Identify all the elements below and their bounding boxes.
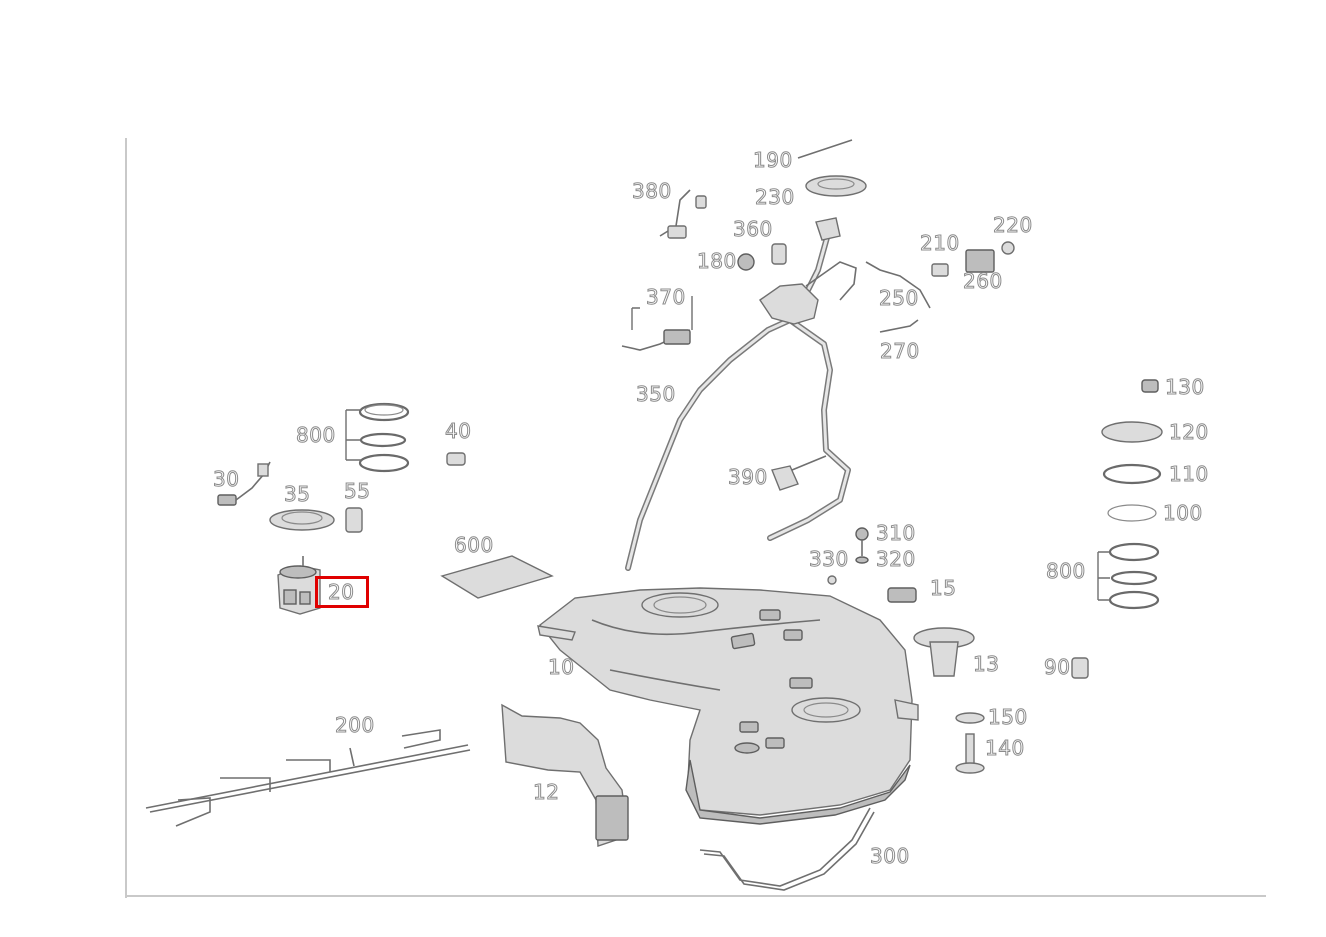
callout-110[interactable]: 110 — [1169, 462, 1209, 486]
callout-130[interactable]: 130 — [1165, 375, 1205, 399]
callout-270[interactable]: 270 — [880, 339, 920, 363]
filler-pipe-part[interactable] — [625, 217, 857, 571]
fuel-pump-part[interactable] — [277, 556, 321, 615]
callout-30[interactable]: 30 — [212, 467, 240, 491]
callout-210[interactable]: 210 — [920, 231, 960, 255]
sensor-30-part[interactable] — [217, 461, 271, 506]
callout-20[interactable]: 20 — [327, 580, 355, 604]
callout-200[interactable]: 200 — [335, 713, 375, 737]
pump-13-part[interactable] — [913, 627, 975, 677]
heat-shield-part[interactable] — [501, 703, 629, 847]
small-parts-310-320-330-part[interactable] — [827, 527, 869, 585]
callout-15[interactable]: 15 — [929, 576, 957, 600]
hose-300-part[interactable] — [699, 807, 875, 891]
sender-15-part[interactable] — [887, 587, 917, 603]
flange-35-part[interactable] — [269, 509, 335, 531]
callout-800-right[interactable]: 800 — [1046, 559, 1086, 583]
callout-380[interactable]: 380 — [632, 179, 672, 203]
callout-360[interactable]: 360 — [733, 217, 773, 241]
callout-12[interactable]: 12 — [532, 780, 560, 804]
wiring-harness-part[interactable] — [145, 729, 471, 827]
highlight-box-20 — [315, 576, 369, 608]
callout-260[interactable]: 260 — [963, 269, 1003, 293]
frame-left-border — [125, 138, 127, 898]
callout-40[interactable]: 40 — [444, 419, 472, 443]
callout-10[interactable]: 10 — [547, 655, 575, 679]
seal-rings-right-part[interactable] — [1097, 379, 1163, 610]
callout-190[interactable]: 190 — [753, 148, 793, 172]
callout-180[interactable]: 180 — [697, 249, 737, 273]
line-380-part[interactable] — [659, 189, 707, 239]
callout-35[interactable]: 35 — [283, 482, 311, 506]
callout-55[interactable]: 55 — [343, 479, 371, 503]
small-parts-360-180-part[interactable] — [737, 243, 787, 271]
callout-13[interactable]: 13 — [972, 652, 1000, 676]
callout-150[interactable]: 150 — [988, 705, 1028, 729]
callout-330[interactable]: 330 — [809, 547, 849, 571]
callout-250[interactable]: 250 — [879, 286, 919, 310]
sensor-90-part[interactable] — [1071, 657, 1089, 679]
insulation-mat-part[interactable] — [440, 555, 554, 599]
clip-40-part[interactable] — [446, 452, 466, 466]
frame-bottom-border — [125, 895, 1266, 897]
seal-rings-left-part[interactable] — [345, 402, 410, 473]
callout-390[interactable]: 390 — [728, 465, 768, 489]
valve-55-part[interactable] — [345, 507, 363, 533]
fuel-tank-part[interactable] — [537, 587, 919, 825]
callout-370[interactable]: 370 — [646, 285, 686, 309]
line-370-part[interactable] — [621, 296, 693, 351]
callout-120[interactable]: 120 — [1169, 420, 1209, 444]
canister-390-part[interactable] — [771, 455, 827, 491]
callout-320[interactable]: 320 — [876, 547, 916, 571]
callout-100[interactable]: 100 — [1163, 501, 1203, 525]
line-250-270-part[interactable] — [865, 261, 931, 333]
washer-150-part[interactable] — [955, 712, 985, 724]
callout-90[interactable]: 90 — [1043, 655, 1071, 679]
callout-350[interactable]: 350 — [636, 382, 676, 406]
callout-310[interactable]: 310 — [876, 521, 916, 545]
callout-800-left[interactable]: 800 — [296, 423, 336, 447]
cap-190-230-part[interactable] — [797, 139, 867, 197]
bolt-140-part[interactable] — [955, 733, 985, 774]
callout-300[interactable]: 300 — [870, 844, 910, 868]
callout-600[interactable]: 600 — [454, 533, 494, 557]
callout-230[interactable]: 230 — [755, 185, 795, 209]
callout-140[interactable]: 140 — [985, 736, 1025, 760]
bracket-210-260-220-part[interactable] — [931, 241, 1015, 277]
callout-220[interactable]: 220 — [993, 213, 1033, 237]
